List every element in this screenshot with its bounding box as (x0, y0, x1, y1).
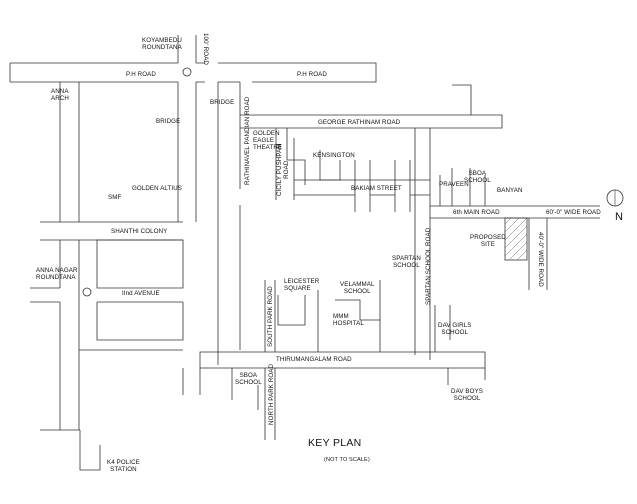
key-plan-title: KEY PLAN (308, 437, 362, 449)
anna-nagar-roundtana (82, 287, 92, 297)
bakiam-street (294, 179, 430, 196)
koyambedu-roundtana (182, 67, 192, 77)
bakiam-stubs (354, 160, 411, 212)
k4-police-block (79, 430, 101, 471)
leicester-block (277, 295, 306, 326)
leicester-label: LEICESTER SQUARE (284, 278, 320, 292)
wide-road-40-label: 40'-0" WIDE ROAD (537, 232, 544, 287)
bakiam-label: BAKIAM STREET (351, 185, 402, 192)
rathinavel-label: RATHINAVEL PANDIAN ROAD (244, 96, 251, 185)
central-vertical-road (177, 82, 197, 222)
shanthi-colony-label: SHANTHI COLONY (111, 228, 168, 235)
road-100ft-label: 100' ROAD (202, 33, 209, 66)
6th-main-road (430, 205, 505, 219)
thirumangalam-label: THIRUMANGALAM ROAD (276, 356, 352, 363)
kensington-label: KENSINGTON (313, 152, 355, 159)
proposed-site (504, 217, 528, 261)
sboa-school-top-label: SBOA SCHOOL (464, 170, 491, 184)
proposed-site-hatch (504, 217, 528, 261)
praveen-label: PRAVEEN (439, 181, 469, 188)
ph-road-right-label: P.H ROAD (297, 71, 327, 78)
iind-avenue-label: IInd AVENUE (122, 290, 160, 297)
dav-boys-label: DAV BOYS SCHOOL (451, 388, 483, 402)
south-park-road (264, 280, 276, 440)
praveen-block (439, 168, 486, 206)
proposed-site-label: PROPOSED SITE (470, 234, 506, 248)
cicily-road (275, 128, 295, 200)
spartan-school-road-label: SPARTAN SCHOOL ROAD (425, 227, 432, 305)
ph-road-right (218, 62, 377, 83)
iind-avenue (30, 287, 183, 303)
sboa-school-bottom-label: SBOA SCHOOL (235, 372, 262, 386)
golden-eagle-label: GOLDEN EAGLE THEATRE (253, 130, 283, 151)
sboa-bottom-block (231, 368, 259, 410)
velammal-label: VELAMMAL SCHOOL (340, 281, 375, 295)
rathinavel-road (217, 82, 241, 365)
left-vertical-road (59, 82, 80, 222)
spartan-school-road (414, 128, 431, 360)
golden-altius-label: GOLDEN ALTIUS (132, 185, 183, 192)
key-plan-note: (NOT TO SCALE) (324, 457, 370, 463)
ph-road-left (9, 62, 205, 83)
velammal-block (317, 280, 381, 352)
6th-main-road-label: 6th MAIN ROAD (453, 209, 500, 216)
anna-arch-label: ANNA ARCH (51, 88, 69, 102)
koyambedu-label: KOYAMBEDU ROUNDTANA (142, 37, 182, 51)
spartan-school-label: SPARTAN SCHOOL (392, 255, 421, 269)
k4-police-label: K4 POLICE STATION (107, 459, 140, 473)
dav-girls-block (434, 305, 451, 352)
bridge-right-label: BRIDGE (210, 99, 235, 106)
smf-label: SMF (108, 194, 122, 201)
south-park-label: SOUTH PARK ROAD (267, 286, 274, 347)
bridge-left-label: BRIDGE (156, 118, 181, 125)
ph-road-right-extension (452, 84, 472, 115)
dav-girls-label: DAV GIRLS SCHOOL (438, 322, 472, 336)
lower-left-road (59, 302, 183, 430)
anna-nagar-area (59, 239, 184, 289)
mmm-label: MMM HOSPITAL (333, 313, 364, 327)
north-letter: N (615, 211, 624, 223)
george-rathinam-road (240, 114, 503, 129)
cicily-label: CICILY PUSHPAM ROAD (276, 143, 290, 196)
iind-avenue-blocks (96, 302, 184, 341)
road-100ft (177, 35, 197, 63)
wide-road-60-label: 60'-0" WIDE ROAD (546, 209, 601, 216)
anna-nagar-label: ANNA NAGAR ROUNDTANA (36, 267, 78, 281)
wide-road-40 (528, 218, 548, 290)
ph-road-left-label: P.H ROAD (126, 71, 156, 78)
lower-road-stubs (40, 368, 486, 431)
banyan-label: BANYAN (497, 187, 523, 194)
george-rathinam-label: GEORGE RATHINAM ROAD (318, 119, 401, 126)
north-park-label: NORTH PARK ROAD (268, 363, 275, 425)
